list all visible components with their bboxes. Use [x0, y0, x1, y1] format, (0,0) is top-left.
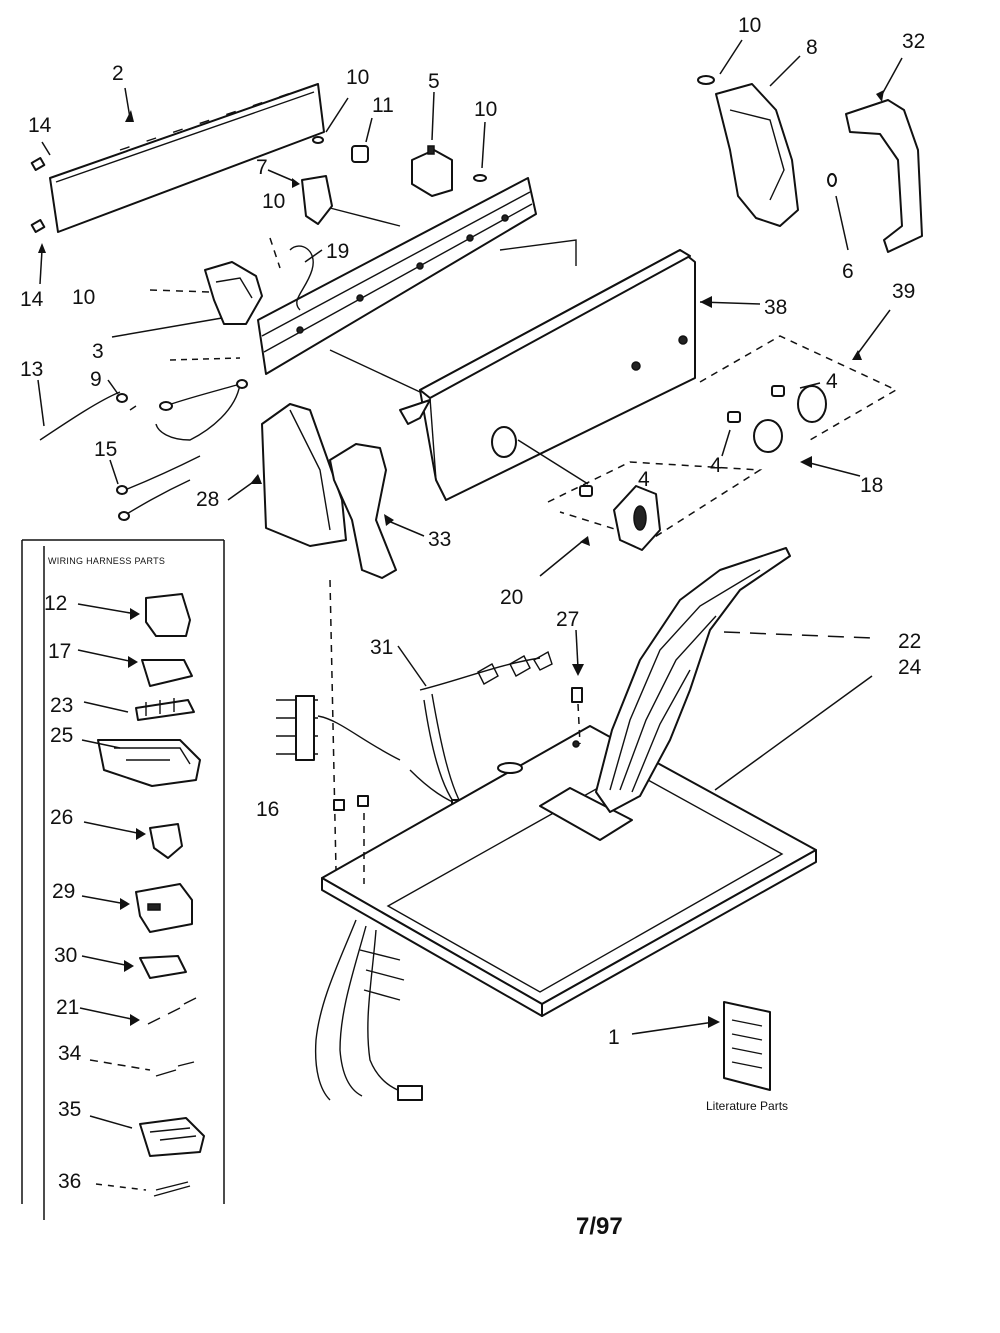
callout-21: 21 [56, 996, 79, 1019]
part-17-connector [77, 649, 193, 687]
callout-23: 23 [50, 694, 73, 717]
literature-parts-label: Literature Parts [706, 1099, 788, 1113]
part-28-endcap [227, 403, 347, 547]
callout-labels: 2 14 14 10 11 5 10 7 10 19 10 3 13 9 15 … [20, 14, 925, 1240]
callout-11: 11 [372, 94, 394, 117]
part-33-endcap [329, 443, 425, 579]
callout-10: 10 [474, 98, 497, 121]
part-3-bracket [111, 261, 263, 338]
callout-6: 6 [842, 260, 854, 283]
callout-10: 10 [262, 190, 285, 213]
callout-3: 3 [92, 340, 104, 363]
callout-14: 14 [28, 114, 52, 137]
callout-1: 1 [608, 1026, 620, 1049]
callout-36: 36 [58, 1170, 81, 1193]
part-27-screw [571, 629, 584, 745]
part-12-connector [77, 593, 191, 637]
wiring-harness-title: WIRING HARNESS PARTS [48, 556, 165, 566]
callout-13: 13 [20, 358, 43, 381]
callout-20: 20 [500, 586, 523, 609]
part-30-connector [81, 955, 187, 979]
callout-9: 9 [90, 368, 102, 391]
callout-15: 15 [94, 438, 117, 461]
part-20-knob [517, 439, 763, 577]
callout-16: 16 [256, 798, 279, 821]
part-2-panel [49, 83, 325, 233]
callout-27: 27 [556, 608, 579, 631]
callout-4: 4 [638, 468, 650, 491]
part-23-terminal [83, 698, 195, 721]
part-8-bracket [697, 39, 849, 251]
callout-18: 18 [860, 474, 883, 497]
callout-17: 17 [48, 640, 71, 663]
part-29-connector [81, 883, 193, 933]
wiring-harness-box [21, 539, 225, 1220]
callout-33: 33 [428, 528, 451, 551]
callout-4: 4 [710, 454, 722, 477]
callout-10: 10 [738, 14, 761, 37]
part-22-duct [595, 547, 873, 813]
control-panel-strip [169, 177, 537, 375]
callout-31: 31 [370, 636, 393, 659]
callout-38: 38 [764, 296, 787, 319]
part-14-screws [30, 141, 51, 285]
callout-10: 10 [346, 66, 369, 89]
callout-7: 7 [256, 156, 268, 179]
callout-22: 22 [898, 630, 921, 653]
callout-5: 5 [428, 70, 440, 93]
callout-24: 24 [898, 656, 922, 679]
part-35-terminal-block [89, 1115, 205, 1157]
callout-19: 19 [326, 240, 349, 263]
part-34-terminal [89, 1059, 195, 1077]
callout-4: 4 [826, 370, 838, 393]
callout-10: 10 [72, 286, 95, 309]
part-5-timer [411, 91, 487, 197]
callout-30: 30 [54, 944, 77, 967]
part-38-console [329, 239, 761, 501]
callout-35: 35 [58, 1098, 81, 1121]
callout-32: 32 [902, 30, 925, 53]
part-32-endcap [845, 57, 923, 253]
part-36-terminal [95, 1181, 191, 1197]
lower-harness [314, 919, 423, 1101]
callout-29: 29 [52, 880, 75, 903]
callout-26: 26 [50, 806, 73, 829]
callout-34: 34 [58, 1042, 82, 1065]
date-code: 7/97 [576, 1213, 623, 1240]
part-7-switch [267, 169, 401, 227]
callout-14: 14 [20, 288, 44, 311]
part-1-literature [631, 1001, 771, 1091]
part-19-wire [269, 237, 323, 311]
part-25-terminal-block [81, 739, 201, 787]
callout-8: 8 [806, 36, 818, 59]
callout-28: 28 [196, 488, 219, 511]
callout-2: 2 [112, 62, 124, 85]
part-39-knob-assembly [699, 309, 898, 477]
part-11-clip [312, 97, 373, 163]
part-21-terminal [79, 997, 197, 1026]
part-26-terminal [83, 821, 183, 859]
callout-39: 39 [892, 280, 915, 303]
callout-25: 25 [50, 724, 73, 747]
part-24-top-panel [321, 675, 873, 1017]
callout-12: 12 [44, 592, 67, 615]
wire-harness-left [37, 379, 248, 521]
part-16-screws [329, 579, 369, 884]
